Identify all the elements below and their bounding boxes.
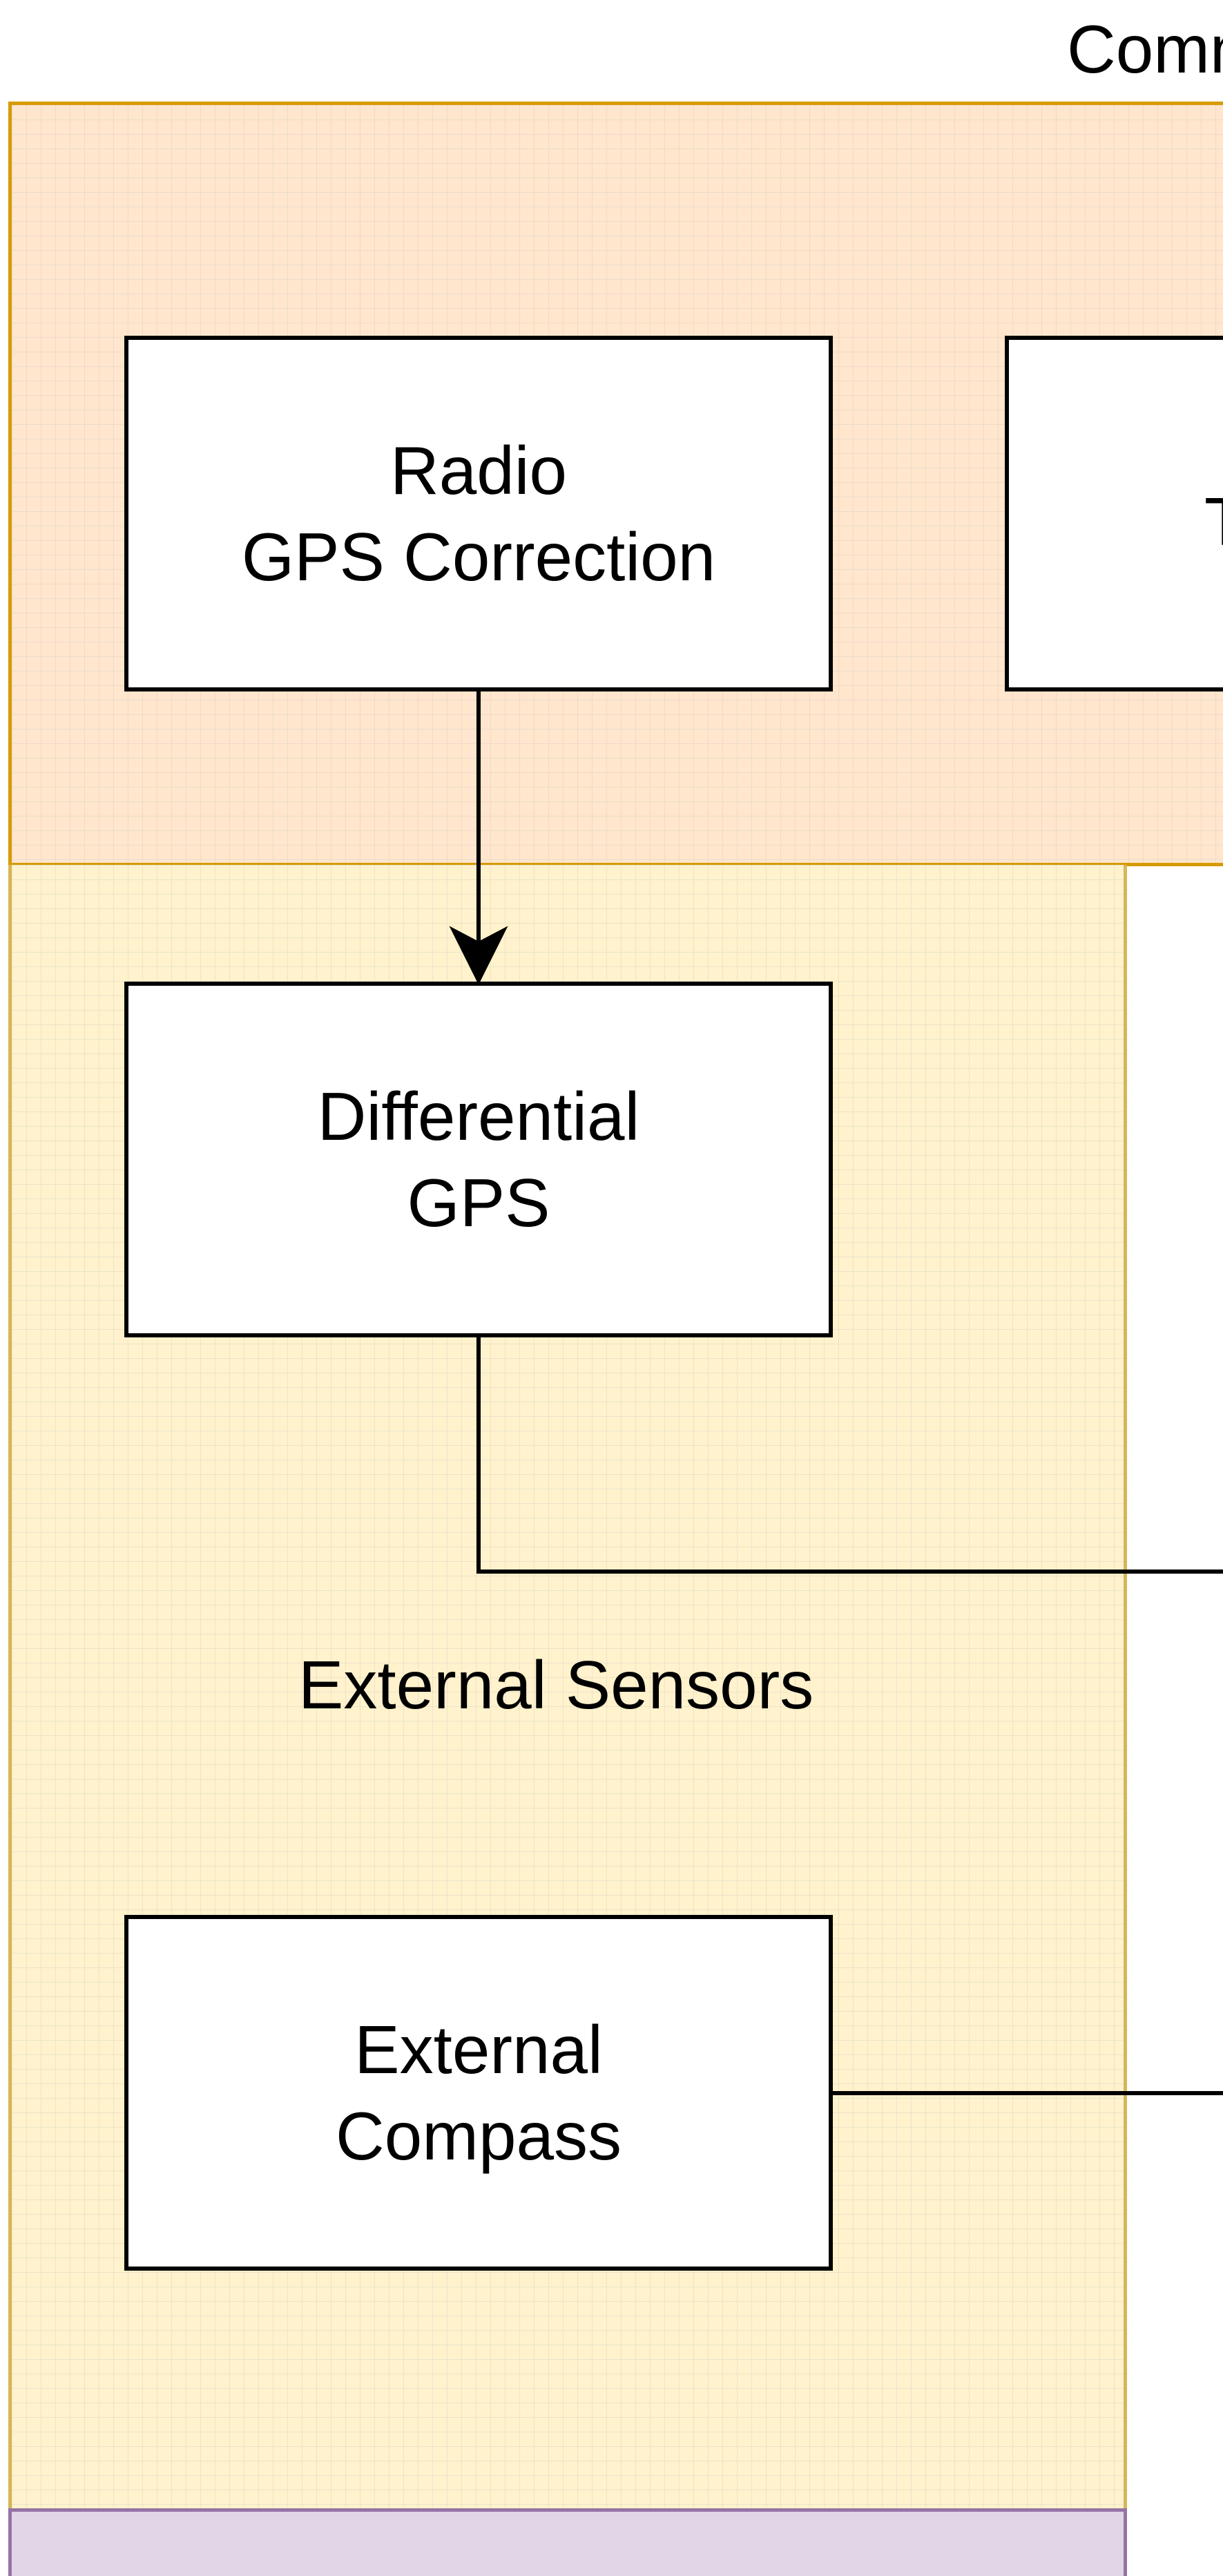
edge-dgps-to-right [476,1337,1223,1574]
arrowhead-down-icon [449,926,508,985]
differential-gps-node[interactable]: Differential GPS [124,982,833,1337]
external-compass-node[interactable]: External Compass [124,1915,833,2271]
partial-right-node[interactable]: T [1005,336,1223,691]
external-sensors-title: External Sensors [298,1647,814,1723]
radio-gps-correction-node[interactable]: Radio GPS Correction [124,336,833,691]
partial-right-node-label: T [1204,488,1223,555]
radio-node-line2: GPS Correction [241,518,716,595]
compass-node-line2: Compass [336,2097,622,2174]
bottom-region [8,2508,1127,2576]
comm-region-title: Comm [1067,11,1223,87]
dgps-node-line1: Differential [317,1078,640,1155]
radio-node-line1: Radio [389,432,568,509]
dgps-node-line2: GPS [407,1164,550,1241]
compass-node-line1: External [354,2012,603,2088]
